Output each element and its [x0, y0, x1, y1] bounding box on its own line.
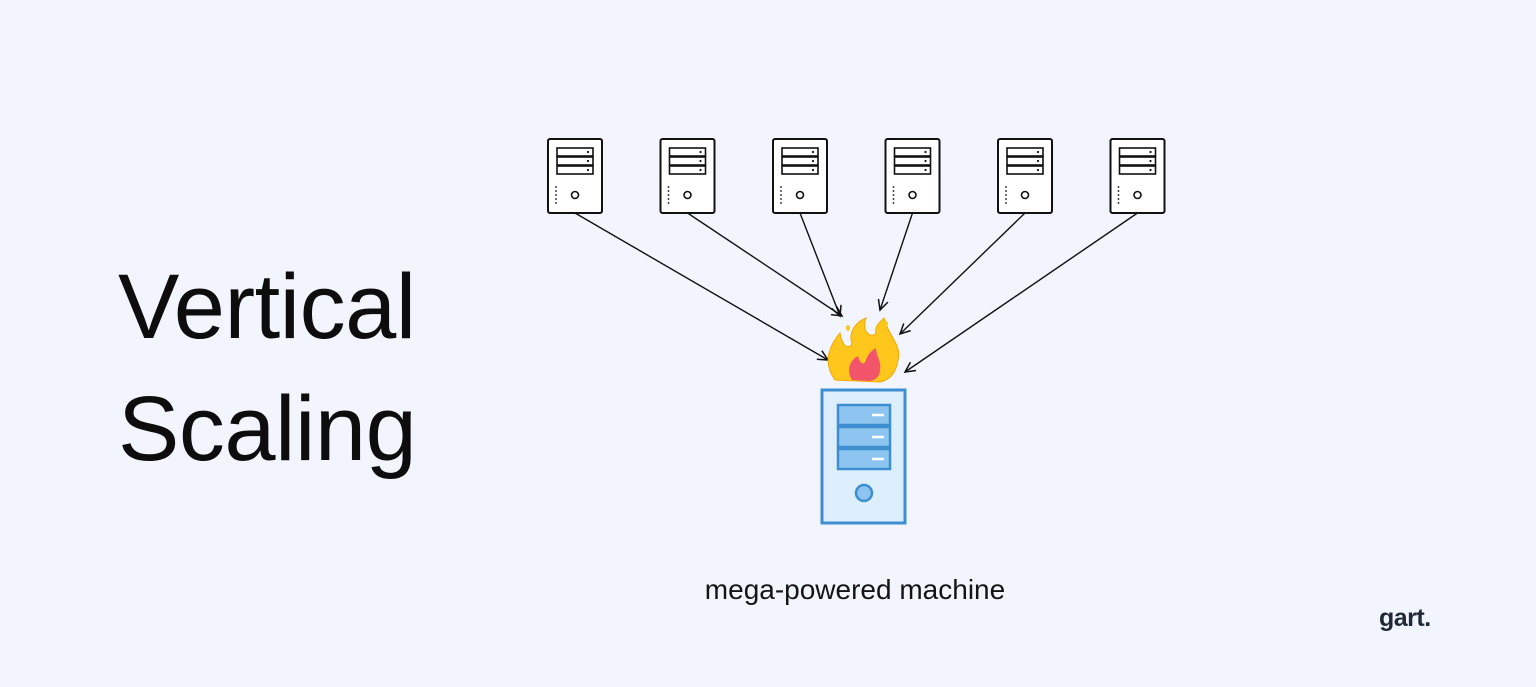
server-icon [772, 138, 828, 214]
server-icon [884, 138, 941, 214]
page-title: Vertical Scaling [118, 246, 417, 490]
arrow-4 [877, 212, 914, 312]
fire-icon [827, 317, 900, 383]
arrow-group [574, 212, 1138, 373]
server-icon [997, 138, 1053, 214]
large-server-icon [820, 388, 907, 525]
brand-logo: gart. [1379, 604, 1431, 632]
title-line-2: Scaling [118, 378, 417, 480]
title-line-1: Vertical [118, 256, 416, 358]
arrow-6 [903, 212, 1138, 373]
arrow-1 [574, 212, 830, 361]
arrow-2 [687, 212, 844, 317]
arrow-3 [799, 212, 842, 318]
server-icon [1109, 138, 1166, 214]
target-node-label: mega-powered machine [704, 574, 1006, 605]
server-icon [659, 138, 716, 214]
arrow-5 [898, 212, 1026, 336]
source-server-group [547, 138, 1166, 214]
server-icon [547, 138, 603, 214]
